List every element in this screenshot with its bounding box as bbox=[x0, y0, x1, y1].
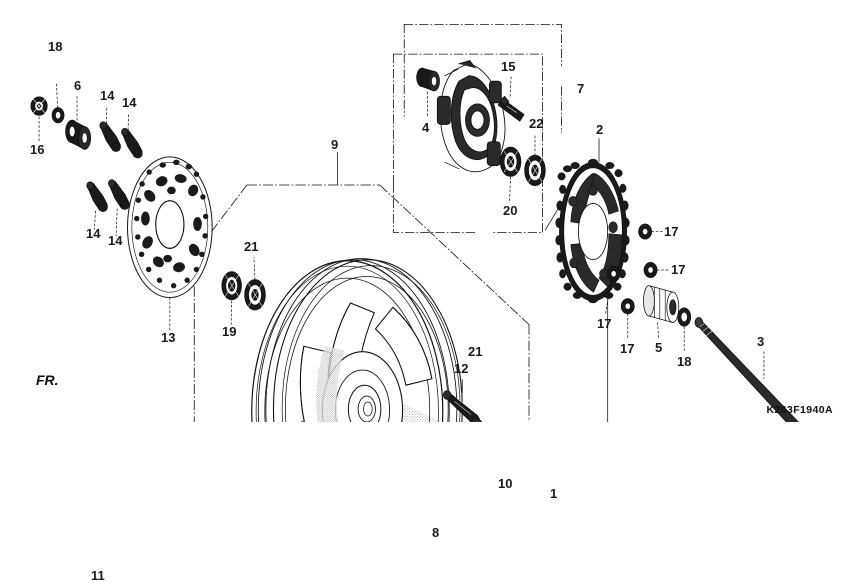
part-19-bearing bbox=[221, 271, 242, 301]
callout-label-12: 12 bbox=[454, 361, 469, 376]
callout-label-10: 10 bbox=[498, 476, 513, 491]
parts-diagram-canvas: HONDA bbox=[30, 23, 833, 582]
part-15-pin bbox=[497, 95, 525, 122]
callout-label-17a: 17 bbox=[664, 224, 679, 239]
callout-label-19: 19 bbox=[222, 324, 237, 339]
part-17b-nut bbox=[643, 262, 658, 278]
leader-19 bbox=[230, 300, 233, 325]
callout-label-20: 20 bbox=[503, 203, 518, 218]
callout-label-13: 13 bbox=[161, 330, 176, 345]
callout-label-3: 3 bbox=[757, 334, 765, 349]
callout-label-14d: 14 bbox=[108, 233, 123, 248]
part-16-valve bbox=[30, 96, 48, 116]
damper-connector bbox=[607, 226, 609, 422]
callout-label-17b: 17 bbox=[671, 262, 686, 277]
part-7-caliper bbox=[436, 60, 506, 173]
callout-label-14c: 14 bbox=[86, 226, 101, 241]
technical-illustration: HONDA bbox=[30, 23, 799, 422]
callout-label-16: 16 bbox=[30, 142, 45, 157]
front-direction-label: FR. bbox=[36, 372, 59, 388]
part-12-bolt bbox=[442, 390, 482, 422]
callout-label-15: 15 bbox=[501, 59, 516, 74]
callout-label-18b: 18 bbox=[677, 354, 692, 369]
callout-label-5: 5 bbox=[655, 340, 663, 355]
part-6-collar bbox=[65, 119, 92, 150]
part-18a-nut bbox=[51, 107, 65, 124]
part-14c-bolt bbox=[86, 181, 108, 212]
part-17c-nut bbox=[606, 265, 621, 282]
callout-label-6: 6 bbox=[74, 78, 82, 93]
part-5-axle-collar bbox=[643, 285, 680, 323]
group-boundary-7b bbox=[392, 53, 543, 234]
callout-label-14a: 14 bbox=[100, 88, 115, 103]
part-17a-nut bbox=[638, 223, 653, 240]
part-14b-bolt bbox=[121, 127, 143, 159]
leader-15 bbox=[509, 76, 512, 97]
callout-label-4: 4 bbox=[422, 120, 430, 135]
leader-21a bbox=[253, 257, 256, 281]
part-2-sprocket bbox=[555, 158, 630, 304]
callout-label-21b: 21 bbox=[468, 344, 483, 359]
part-3-rear-axle bbox=[694, 317, 799, 422]
callout-label-18a: 18 bbox=[48, 39, 63, 54]
part-22-bearing bbox=[524, 154, 546, 186]
part-17d-nut bbox=[620, 298, 635, 315]
callout-label-22: 22 bbox=[529, 116, 544, 131]
part-14d-bolt bbox=[108, 179, 130, 210]
callout-label-1: 1 bbox=[550, 486, 558, 501]
callout-label-9: 9 bbox=[331, 137, 339, 152]
part-4-collar bbox=[416, 67, 440, 92]
callout-label-8: 8 bbox=[432, 525, 440, 540]
callout-label-21a: 21 bbox=[244, 239, 259, 254]
diagram-part-number: K263F1940A bbox=[766, 404, 833, 416]
part-21a-bearing bbox=[244, 279, 266, 311]
part-20-bearing bbox=[499, 146, 522, 177]
callout-label-17c: 17 bbox=[597, 316, 612, 331]
part-13-brake-disc bbox=[127, 156, 213, 299]
part-18b-washer bbox=[677, 307, 692, 327]
callout-label-7: 7 bbox=[577, 81, 585, 96]
group-boundary-7 bbox=[403, 23, 562, 133]
part-14a-bolt bbox=[99, 121, 121, 152]
callout-label-11: 11 bbox=[91, 568, 105, 583]
callout-label-17d: 17 bbox=[620, 341, 635, 356]
callout-label-2: 2 bbox=[596, 122, 604, 137]
leader-20 bbox=[509, 176, 511, 203]
leader-18a bbox=[56, 81, 58, 109]
part-9-rear-wheel bbox=[251, 258, 463, 422]
callout-label-14b: 14 bbox=[122, 95, 137, 110]
